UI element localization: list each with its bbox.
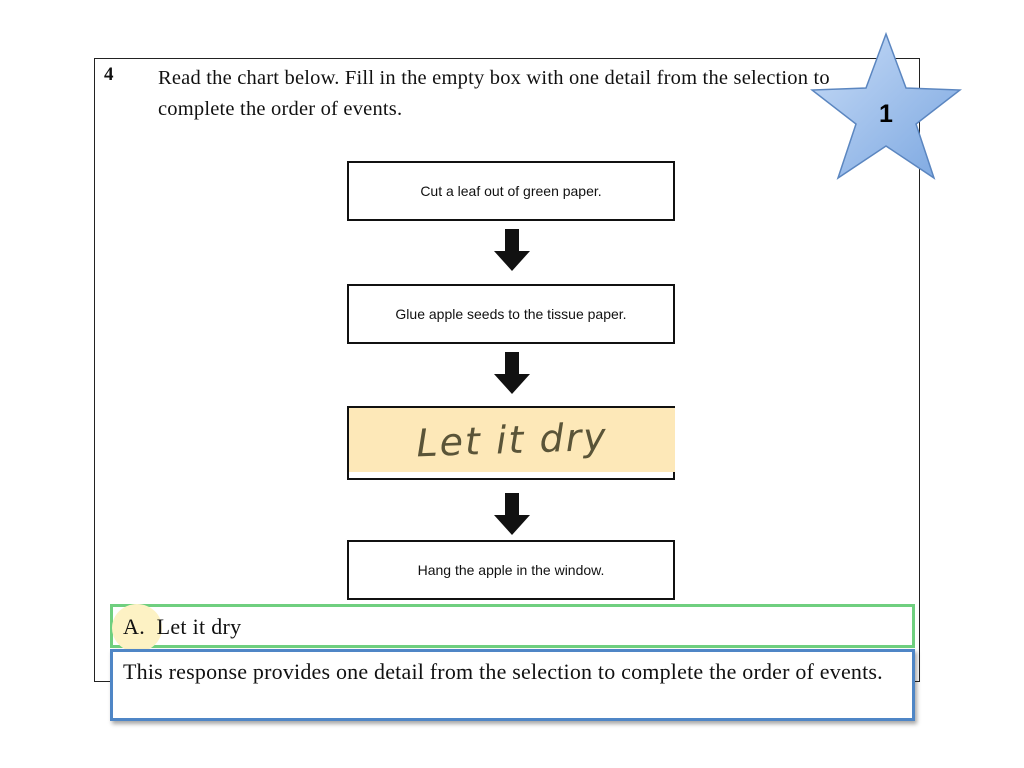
down-arrow-icon bbox=[494, 352, 530, 394]
sequence-step-4: Hang the apple in the window. bbox=[417, 562, 605, 578]
score-value: 1 bbox=[879, 100, 893, 128]
student-answer-highlight bbox=[349, 408, 675, 472]
question-number: 4 bbox=[104, 64, 114, 85]
explanation-annotation: This response provides one detail from t… bbox=[110, 649, 915, 721]
explanation-text: This response provides one detail from t… bbox=[123, 659, 883, 684]
student-handwritten-answer: Let it dry bbox=[415, 414, 609, 466]
answer-label: A. Let it dry bbox=[123, 614, 242, 639]
down-arrow-icon bbox=[494, 493, 530, 535]
sequence-box-1: Cut a leaf out of green paper. bbox=[347, 161, 675, 221]
sequence-step-1: Cut a leaf out of green paper. bbox=[420, 183, 602, 199]
sequence-step-2: Glue apple seeds to the tissue paper. bbox=[395, 306, 627, 322]
star-icon bbox=[810, 31, 962, 180]
answer-annotation: A. Let it dry bbox=[110, 604, 915, 652]
sequence-box-4: Hang the apple in the window. bbox=[347, 540, 675, 600]
sequence-box-2: Glue apple seeds to the tissue paper. bbox=[347, 284, 675, 344]
annotation-marker bbox=[112, 604, 162, 652]
question-text: Read the chart below. Fill in the empty … bbox=[158, 67, 830, 120]
down-arrow-icon bbox=[494, 229, 530, 271]
